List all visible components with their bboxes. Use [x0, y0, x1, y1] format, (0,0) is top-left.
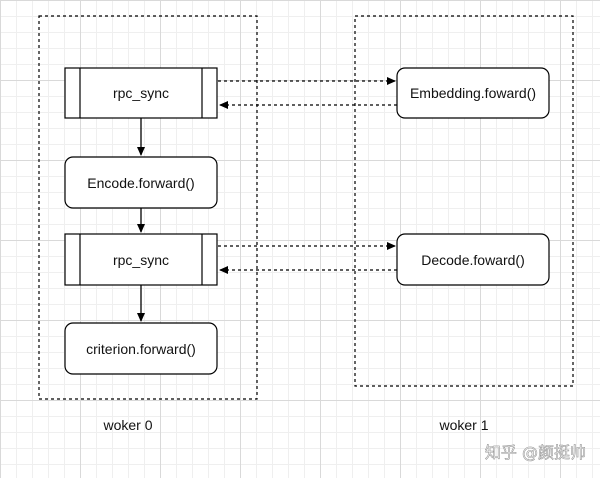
- watermark-text: 知乎 @颜挺帅: [485, 443, 586, 462]
- lane-worker1-container: [354, 15, 574, 387]
- node-rpc-sync-2: rpc_sync: [64, 233, 218, 286]
- node-embedding-forward-label: Embedding.foward(): [410, 85, 536, 101]
- node-embedding-forward: Embedding.foward(): [396, 67, 550, 119]
- lane-worker1-label: woker 1: [438, 417, 488, 433]
- node-rpc-sync-1: rpc_sync: [64, 67, 218, 119]
- node-criterion-forward: criterion.forward(): [64, 322, 218, 375]
- lane-worker0-container: [38, 15, 258, 400]
- node-encode-forward-label: Encode.forward(): [87, 175, 194, 191]
- node-decode-forward-label: Decode.foward(): [421, 252, 525, 268]
- node-criterion-forward-label: criterion.forward(): [86, 341, 196, 357]
- node-decode-forward: Decode.foward(): [396, 233, 550, 286]
- node-rpc-sync-2-label: rpc_sync: [113, 252, 169, 268]
- node-rpc-sync-1-label: rpc_sync: [113, 85, 169, 101]
- lane-worker0-label: woker 0: [102, 417, 152, 433]
- node-encode-forward: Encode.forward(): [64, 156, 218, 209]
